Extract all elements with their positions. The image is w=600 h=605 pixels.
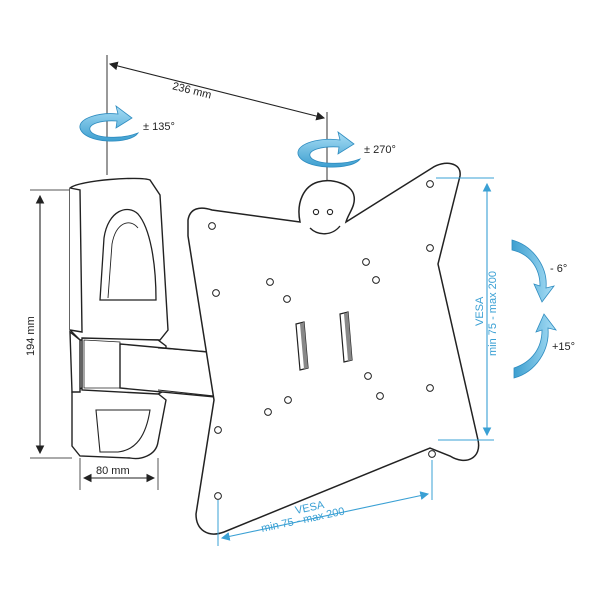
plate-rotation-label: ± 270° [364,144,396,156]
rotation-arrow-icon: ± 135° [79,105,175,142]
mounting-holes [208,180,436,500]
base-width-dimension: 80 mm [79,458,159,490]
tilt-arrow-icon: - 6° [511,239,567,303]
top-width-label: 236 mm [171,80,212,101]
vesa-vertical-dimension: VESA min 75 - max 200 [436,177,499,441]
wall-swivel-label: ± 135° [143,121,175,133]
tilt-up-label: - 6° [550,263,567,275]
mounting-slots [295,311,353,371]
tilt-arrow-icon: +15° [513,313,575,379]
base-width-label: 80 mm [96,465,130,477]
height-dimension: 194 mm [25,189,72,459]
smiley-icon [309,208,341,235]
wall-bracket [69,177,237,460]
tv-mount-plate [187,162,480,535]
height-label: 194 mm [25,316,37,356]
vesa-vertical-range: min 75 - max 200 [487,271,499,356]
rotation-arrow-icon: ± 270° [297,131,396,168]
vesa-vertical-title: VESA [474,296,486,326]
tilt-down-label: +15° [552,341,575,353]
top-width-dimension: 236 mm [106,55,328,180]
